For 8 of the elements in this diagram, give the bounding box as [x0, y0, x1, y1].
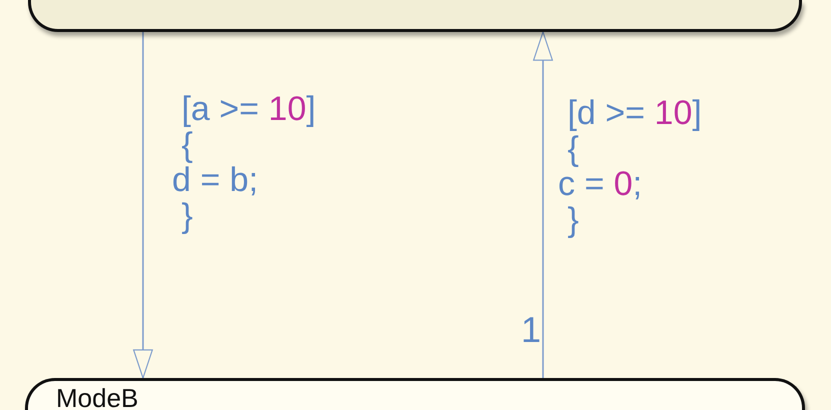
transition-arrow — [533, 31, 553, 378]
state-box — [25, 378, 805, 410]
transition-arrow — [133, 32, 153, 379]
transition-label: [d >= 10] { c = 0; } — [558, 96, 702, 239]
state-box — [28, 0, 802, 32]
state-name: ModeB — [56, 385, 138, 410]
execution-order-number: 1 — [521, 312, 542, 348]
transition-label: [a >= 10] { d = b; } — [172, 92, 316, 235]
